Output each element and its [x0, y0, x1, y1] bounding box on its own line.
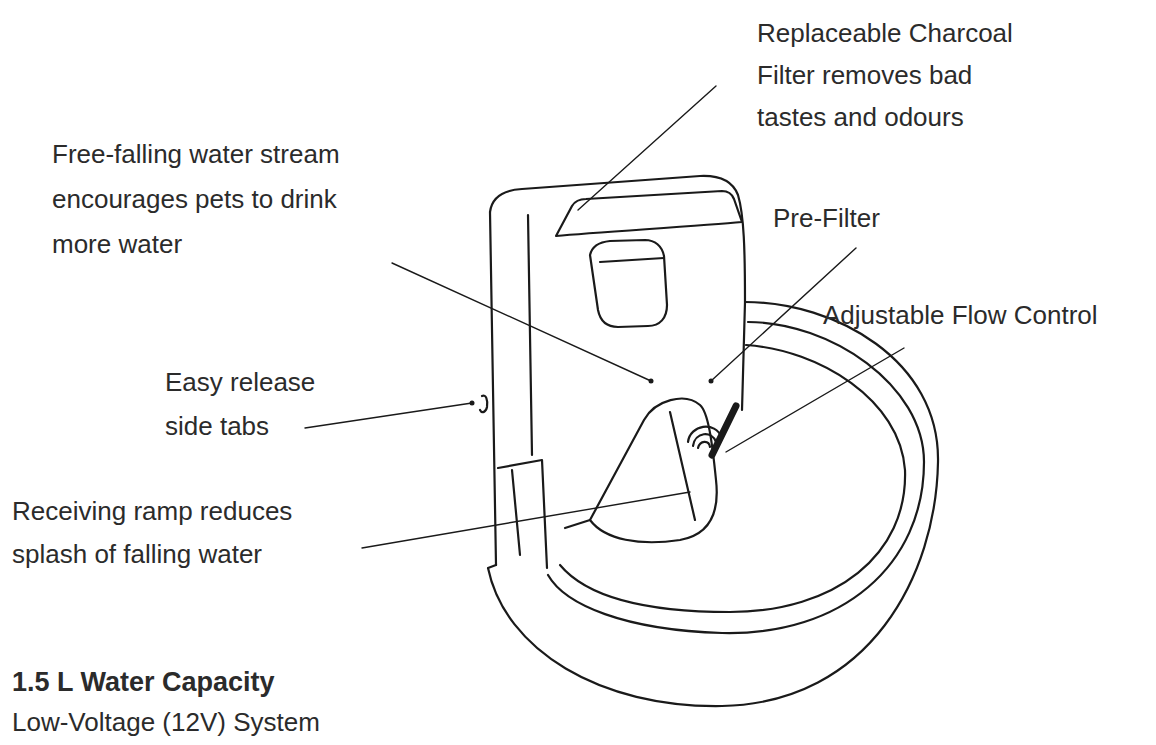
ramp-centre-line — [670, 412, 695, 520]
spec-heading: 1.5 L Water Capacity — [12, 664, 275, 700]
side-recess — [498, 460, 547, 568]
callout-label: Pre-Filter — [773, 201, 880, 235]
leader-dot — [649, 379, 654, 384]
bowl-outline — [488, 302, 938, 706]
leader-dot — [470, 401, 475, 406]
side-tab — [480, 396, 487, 413]
tower-front — [742, 302, 745, 410]
leader-line — [305, 403, 472, 428]
leader-line — [726, 348, 904, 452]
callout-label: Replaceable Charcoal Filter removes bad … — [757, 12, 1013, 138]
callout-label: Free-falling water stream encourages pet… — [52, 132, 340, 267]
spout — [590, 240, 667, 327]
callout-label: Receiving ramp reduces splash of falling… — [12, 490, 292, 576]
side-recess-inner — [512, 470, 520, 555]
bowl-rim-inner — [560, 345, 905, 612]
filter-lid — [556, 191, 742, 236]
receiving-ramp — [590, 399, 717, 543]
spout-edge — [600, 258, 664, 262]
spec-note: Low-Voltage (12V) System — [12, 704, 320, 740]
leader-dot — [709, 379, 714, 384]
tower-seam — [528, 215, 532, 455]
callout-label: Adjustable Flow Control — [823, 298, 1098, 332]
leader-line — [392, 263, 651, 381]
callout-label: Easy release side tabs — [165, 360, 315, 448]
leader-line — [362, 492, 690, 548]
ramp-foot — [565, 520, 590, 528]
tower-left-edge — [490, 212, 496, 565]
bowl-rim — [548, 322, 924, 633]
leader-line — [578, 86, 716, 210]
